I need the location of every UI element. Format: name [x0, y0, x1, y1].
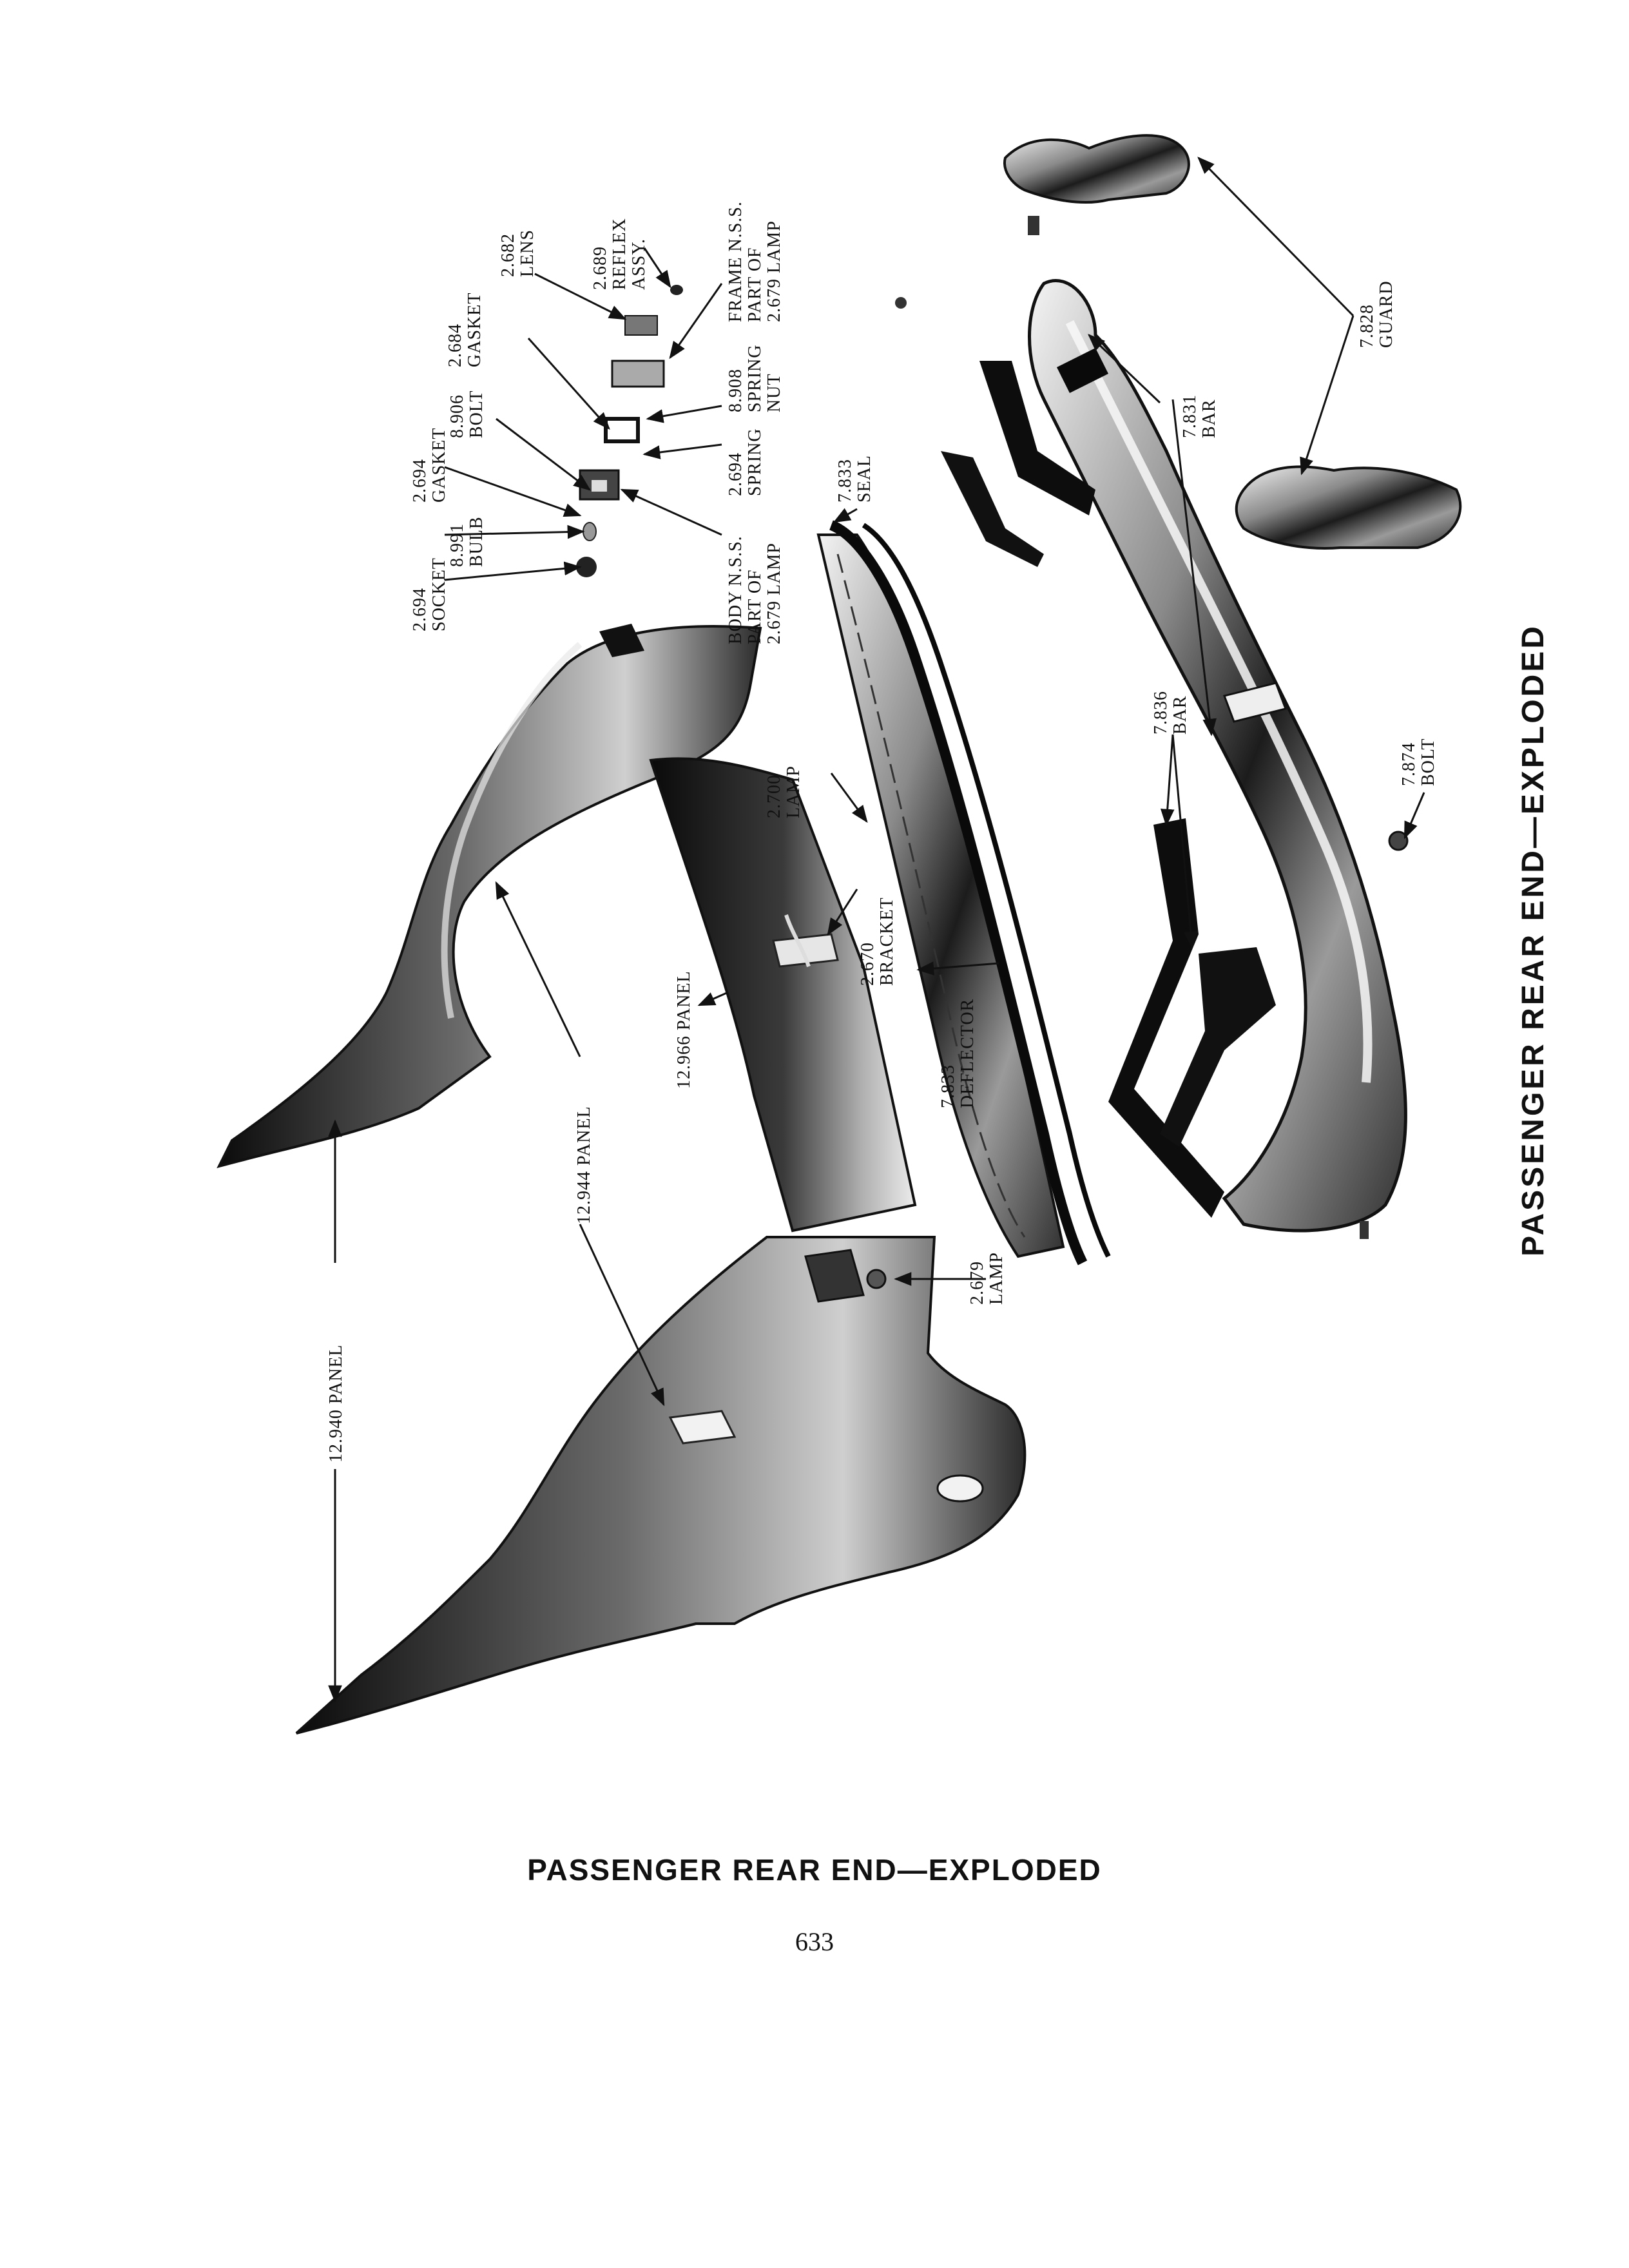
lower-bracket — [1108, 818, 1276, 1218]
lamp-body — [579, 469, 620, 501]
label-bolt-8906: 8.906 BOLT — [447, 390, 487, 438]
screw-2 — [895, 297, 907, 309]
svg-text:BAR: BAR — [1199, 399, 1219, 438]
svg-text:SPRING: SPRING — [745, 344, 765, 412]
upper-guard — [1003, 134, 1190, 204]
svg-text:GASKET: GASKET — [429, 428, 449, 503]
label-bulb: 8.991 BULB — [447, 516, 487, 567]
center-panel — [649, 757, 917, 1233]
svg-text:PART OF: PART OF — [745, 569, 765, 644]
svg-text:8.906: 8.906 — [447, 394, 467, 438]
upper-fender-panel — [217, 624, 762, 1169]
svg-text:BRACKET: BRACKET — [877, 897, 897, 986]
svg-text:BODY N.S.S.: BODY N.S.S. — [726, 535, 746, 644]
svg-text:7.833: 7.833 — [938, 1064, 958, 1108]
svg-text:SPRING: SPRING — [745, 428, 765, 496]
svg-text:8.991: 8.991 — [447, 523, 467, 567]
label-reflex: 2.689 REFLEX ASSY. — [590, 218, 649, 290]
svg-text:2.694: 2.694 — [410, 459, 430, 503]
label-spring-2694: 2.694 SPRING — [726, 428, 765, 496]
label-panel-12966: 12.966 PANEL — [674, 970, 694, 1089]
svg-text:2.679 LAMP: 2.679 LAMP — [764, 220, 784, 322]
label-lens: 2.682 LENS — [498, 229, 537, 277]
svg-text:BOLT: BOLT — [1418, 738, 1438, 786]
leader-lines — [328, 157, 1425, 1703]
bumper-bolt — [1388, 831, 1409, 851]
svg-text:2.694: 2.694 — [410, 588, 430, 631]
svg-text:REFLEX: REFLEX — [610, 218, 630, 290]
reflex — [670, 285, 683, 295]
label-panel-12940: 12.940 PANEL — [326, 1344, 346, 1463]
gasket-2684 — [604, 417, 640, 443]
svg-text:7.831: 7.831 — [1180, 394, 1200, 438]
svg-text:DEFLECTOR: DEFLECTOR — [958, 999, 978, 1108]
svg-text:2.679: 2.679 — [967, 1261, 987, 1305]
lower-rear-panel — [295, 1236, 1027, 1735]
svg-text:7.828: 7.828 — [1357, 304, 1377, 348]
svg-text:8.908: 8.908 — [726, 369, 746, 412]
svg-text:2.700: 2.700 — [764, 774, 784, 818]
label-bar-7831: 7.831 BAR — [1180, 394, 1219, 438]
bulb — [583, 522, 597, 541]
label-gasket-2694: 2.694 GASKET — [410, 428, 449, 503]
svg-text:FRAME N.S.S.: FRAME N.S.S. — [726, 201, 746, 322]
svg-text:7.836: 7.836 — [1151, 691, 1171, 735]
label-socket: 2.694 SOCKET — [410, 557, 449, 631]
lamp-frame — [611, 360, 665, 388]
label-body: BODY N.S.S. PART OF 2.679 LAMP — [726, 535, 784, 644]
label-gasket-2684: 2.684 GASKET — [445, 293, 485, 367]
label-spring-nut: 8.908 SPRING NUT — [726, 344, 784, 412]
label-lamp-2679: 2.679 LAMP — [967, 1252, 1007, 1305]
svg-text:ASSY.: ASSY. — [629, 238, 649, 290]
svg-text:SEAL: SEAL — [854, 455, 874, 503]
svg-text:2.670: 2.670 — [858, 942, 878, 986]
svg-text:BOLT: BOLT — [467, 390, 487, 438]
svg-text:PASSENGER REAR END—EXPLODED: PASSENGER REAR END—EXPLODED — [1516, 624, 1550, 1256]
lens — [624, 315, 658, 336]
svg-text:LENS: LENS — [517, 229, 537, 277]
svg-text:LAMP: LAMP — [784, 765, 804, 818]
guard-bolt — [1028, 216, 1039, 235]
svg-text:PART OF: PART OF — [745, 247, 765, 322]
svg-text:12.966 PANEL: 12.966 PANEL — [674, 970, 694, 1089]
svg-text:7.874: 7.874 — [1399, 742, 1419, 786]
svg-text:7.833: 7.833 — [835, 459, 855, 503]
side-title: PASSENGER REAR END—EXPLODED — [1516, 624, 1550, 1256]
label-guard: 7.828 GUARD — [1357, 280, 1396, 348]
label-panel-12944: 12.944 PANEL — [574, 1106, 594, 1224]
seal — [829, 520, 1111, 1265]
svg-text:2.694: 2.694 — [726, 452, 746, 496]
svg-text:GUARD: GUARD — [1376, 280, 1396, 348]
label-seal: 7.833 SEAL — [835, 455, 874, 503]
svg-text:BAR: BAR — [1170, 695, 1190, 735]
label-lamp-2700: 2.700 LAMP — [764, 765, 804, 818]
upper-bracket — [941, 361, 1095, 567]
svg-text:12.940 PANEL: 12.940 PANEL — [326, 1344, 346, 1463]
lower-guard — [1235, 465, 1462, 550]
svg-text:LAMP: LAMP — [987, 1252, 1007, 1305]
page-number: 633 — [795, 1927, 834, 1956]
svg-text:GASKET: GASKET — [465, 293, 485, 367]
svg-text:NUT: NUT — [764, 373, 784, 412]
label-bar-7836: 7.836 BAR — [1151, 691, 1190, 735]
svg-text:BULB: BULB — [467, 516, 487, 567]
svg-text:2.679 LAMP: 2.679 LAMP — [764, 543, 784, 644]
svg-text:2.684: 2.684 — [445, 323, 465, 367]
screw — [1360, 1221, 1369, 1239]
label-frame: FRAME N.S.S. PART OF 2.679 LAMP — [726, 201, 784, 322]
svg-text:SOCKET: SOCKET — [429, 557, 449, 631]
svg-text:2.682: 2.682 — [498, 233, 518, 277]
figure-caption: PASSENGER REAR END—EXPLODED — [527, 1853, 1102, 1887]
label-bolt-7874: 7.874 BOLT — [1399, 738, 1438, 786]
bumper-bar — [1028, 279, 1407, 1233]
svg-text:12.944 PANEL: 12.944 PANEL — [574, 1106, 594, 1224]
label-deflector: 7.833 DEFLECTOR — [938, 999, 978, 1108]
label-bracket: 2.670 BRACKET — [858, 897, 897, 986]
svg-text:2.689: 2.689 — [590, 246, 610, 290]
